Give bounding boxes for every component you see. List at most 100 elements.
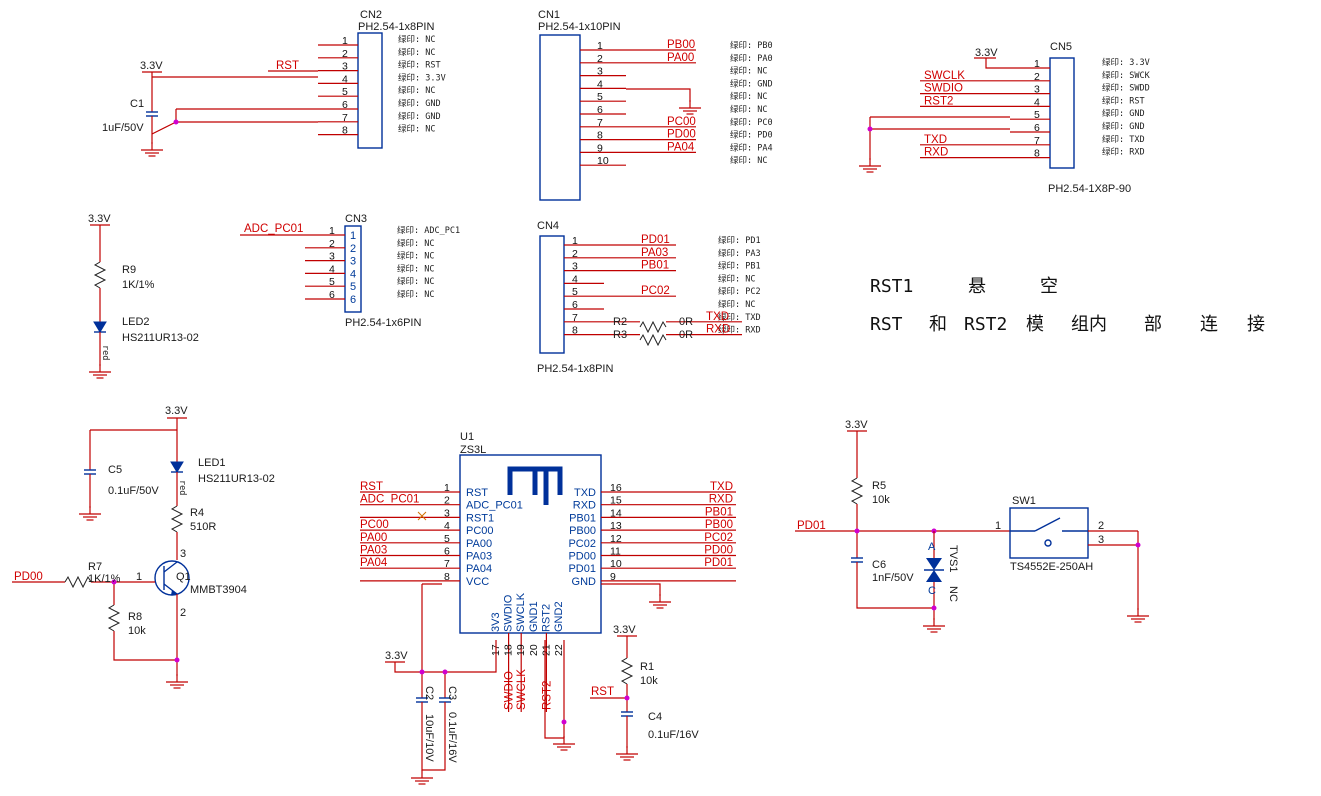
cn5-net-3: SWDIO xyxy=(924,83,963,95)
c4-value: 0.1uF/16V xyxy=(648,729,699,741)
r8-ref: R8 xyxy=(128,611,142,623)
cn4-pin-6: 6 xyxy=(572,299,578,311)
u1-net-2: ADC_PC01 xyxy=(360,494,419,506)
u1-pin-10: 10 xyxy=(610,558,622,570)
led2-ref: LED2 xyxy=(122,316,150,328)
u1-net-14: PB01 xyxy=(705,506,733,518)
cn1-note-8: 绿印: PD0 xyxy=(730,130,773,141)
cn1-pin-7: 7 xyxy=(597,117,603,129)
cn1-ref: CN1 xyxy=(538,9,560,21)
led1-value: HS211UR13-02 xyxy=(198,473,275,485)
cn3-pin-3: 3 xyxy=(329,251,335,263)
r8-value: 10k xyxy=(128,625,146,637)
u1-ref: U1 xyxy=(460,431,474,443)
cn3-pin-5: 5 xyxy=(329,276,335,288)
r2-value: 0R xyxy=(679,316,693,328)
cn5-pin-7: 7 xyxy=(1034,135,1040,147)
u1-pin-name-18: SWDIO xyxy=(503,594,515,632)
u1-part: ZS3L xyxy=(460,444,486,456)
u1-pin-name-17: 3V3 xyxy=(490,612,502,632)
cn1-part: PH2.54-1x10PIN xyxy=(538,21,621,33)
cn5-note-4: 绿印: RST xyxy=(1102,95,1145,106)
tvs1-value: NC xyxy=(947,586,959,602)
u1-net-11: PD00 xyxy=(704,545,733,557)
note-word-1: 和 xyxy=(929,314,947,335)
cn5-pin-1: 1 xyxy=(1034,58,1040,70)
cn5-note-1: 绿印: 3.3V xyxy=(1102,57,1150,68)
reset-rc-circuit: 3.3V RST R1 10k C4 0.1uF/16V xyxy=(590,624,699,761)
c2-ref: C2 xyxy=(423,686,435,700)
cn3-pin-4: 4 xyxy=(329,263,335,275)
u1-pin-6: 6 xyxy=(444,546,450,558)
cn4-pin-7: 7 xyxy=(572,312,578,324)
r9-ref: R9 xyxy=(122,264,136,276)
q1-pin1: 1 xyxy=(136,571,142,583)
cn5-part: PH2.54-1X8P-90 xyxy=(1048,183,1131,195)
cn2-ref: CN2 xyxy=(360,9,382,21)
cn3-note-5: 绿印: NC xyxy=(397,276,434,287)
cn1-note-7: 绿印: PC0 xyxy=(730,117,773,128)
cn2-part: PH2.54-1x8PIN xyxy=(358,21,434,33)
u1-net-1: RST xyxy=(360,481,383,493)
r7-value: 1K/1% xyxy=(88,573,121,585)
cn4-note-2: 绿印: PA3 xyxy=(718,248,761,259)
net-label-pd00: PD00 xyxy=(14,571,43,583)
cn3-ref: CN3 xyxy=(345,213,367,225)
cn3-inner-2: 2 xyxy=(350,243,356,255)
cn1-pin-3: 3 xyxy=(597,66,603,78)
u1-pin-name-1: RST xyxy=(466,487,488,499)
r1-ref: R1 xyxy=(640,661,654,673)
cn1-note-1: 绿印: PB0 xyxy=(730,40,773,51)
u1-pin-13: 13 xyxy=(610,520,622,532)
u1-bottom-pins: 3V317SWDIO18SWDIOSWCLK19SWCLKGND120RST22… xyxy=(490,592,565,712)
q1-value: MMBT3904 xyxy=(190,584,247,596)
r1-value: 10k xyxy=(640,675,658,687)
u1-net-16: TXD xyxy=(710,481,733,493)
cn4-note-4: 绿印: NC xyxy=(718,273,755,284)
u1-pin-name-15: RXD xyxy=(573,500,596,512)
led2-indicator-circuit: 3.3V red R9 1K/1% LED2 HS211UR13-02 xyxy=(88,213,199,379)
c5-ref: C5 xyxy=(108,464,122,476)
sw1-value: TS4552E-250AH xyxy=(1010,561,1093,573)
sw1-pin2: 2 xyxy=(1098,520,1104,532)
cn1-pin-1: 1 xyxy=(597,40,603,52)
vcc-label-r5: 3.3V xyxy=(845,419,868,431)
cn5-pin-2: 2 xyxy=(1034,71,1040,83)
cn4-pin-8: 8 xyxy=(572,325,578,337)
cn4-pin-1: 1 xyxy=(572,235,578,247)
cn2-note-3: 绿印: RST xyxy=(398,60,441,71)
vcc-label-u1: 3.3V xyxy=(385,650,408,662)
cn2-pin-1: 1 xyxy=(342,35,348,47)
cn5-net-7: TXD xyxy=(924,134,947,146)
led1-ref: LED1 xyxy=(198,457,226,469)
sw1-pin3: 3 xyxy=(1098,534,1104,546)
vcc-label-c1: 3.3V xyxy=(140,60,163,72)
u1-pin-22: 22 xyxy=(553,644,565,656)
c1-ref: C1 xyxy=(130,98,144,110)
cn3-note-3: 绿印: NC xyxy=(397,251,434,262)
note-word-4: 组内 xyxy=(1071,314,1107,335)
note-word-5: 部 xyxy=(1144,314,1162,335)
q1-pin3: 3 xyxy=(180,548,186,560)
u1-pin-18: 18 xyxy=(503,644,515,656)
vcc-label-led1: 3.3V xyxy=(165,405,188,417)
cn3-note-1: 绿印: ADC_PC1 xyxy=(397,225,460,236)
u1-pin-19: 19 xyxy=(515,644,527,656)
cn4-pin-4: 4 xyxy=(572,273,578,285)
u1-pin-9: 9 xyxy=(610,571,616,583)
cn2-note-6: 绿印: GND xyxy=(398,98,441,109)
cn4-pin-3: 3 xyxy=(572,261,578,273)
u1-pin-name-5: PA00 xyxy=(466,538,492,550)
cn2-pin-7: 7 xyxy=(342,112,348,124)
u1-pin-name-10: PD01 xyxy=(568,563,596,575)
cn3-inner-6: 6 xyxy=(350,294,356,306)
c6-ref: C6 xyxy=(872,559,886,571)
cn4-note-1: 绿印: PD1 xyxy=(718,235,761,246)
cn3-inner-3: 3 xyxy=(350,256,356,268)
r4-ref: R4 xyxy=(190,507,204,519)
cn4-net-5: PC02 xyxy=(641,285,670,297)
